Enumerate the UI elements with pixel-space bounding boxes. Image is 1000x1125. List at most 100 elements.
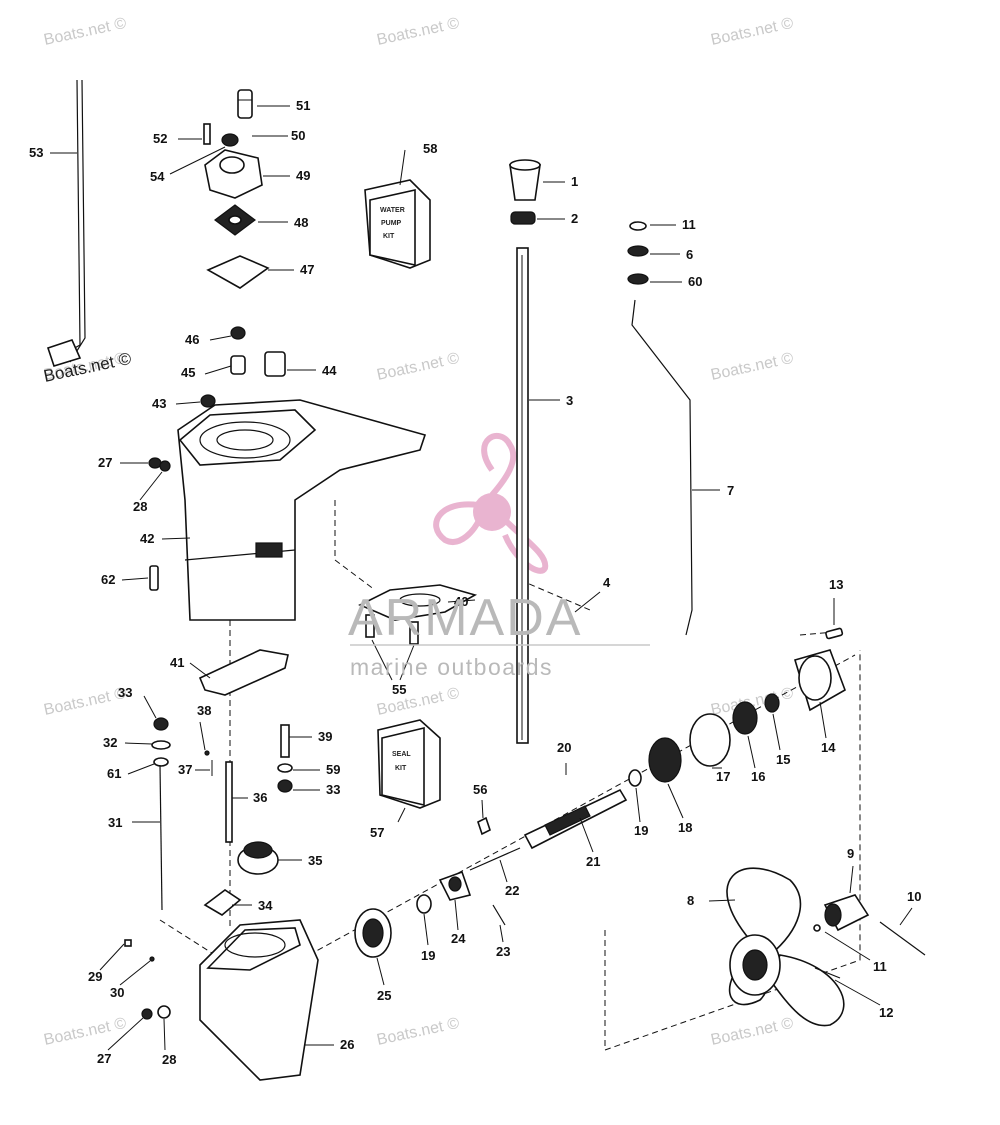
watermark-text: Boats.net © <box>42 15 128 49</box>
callout-19: 19 <box>634 823 648 838</box>
part-42-driveshaft-housing <box>148 399 427 621</box>
leader-lines <box>50 105 913 1051</box>
callout-54: 54 <box>150 169 165 184</box>
callout-59: 59 <box>326 762 340 777</box>
watermark-text: Boats.net © <box>375 15 461 49</box>
brand-tagline: marine outboards <box>350 654 553 680</box>
driveshaft-parts <box>509 159 541 744</box>
callout-31: 31 <box>108 815 122 830</box>
callout-51: 51 <box>296 98 310 113</box>
callout-55: 55 <box>392 682 406 697</box>
water-pump-parts <box>200 89 286 408</box>
callout-48: 48 <box>294 215 308 230</box>
watermark-text: Boats.net © <box>709 15 795 49</box>
callout-58: 58 <box>423 141 437 156</box>
callout-23: 23 <box>496 944 510 959</box>
callout-52: 52 <box>153 131 167 146</box>
callout-19: 19 <box>421 948 435 963</box>
callout-7: 7 <box>727 483 734 498</box>
callout-61: 61 <box>107 766 121 781</box>
brand-text: ARMADA marine outboards <box>348 589 650 680</box>
watermark-text: Boats.net © <box>709 350 795 384</box>
callout-8: 8 <box>687 893 694 908</box>
callout-22: 22 <box>505 883 519 898</box>
callout-18: 18 <box>678 820 692 835</box>
callout-11: 11 <box>682 217 696 232</box>
callout-39: 39 <box>318 729 332 744</box>
callout-41: 41 <box>170 655 184 670</box>
callout-28: 28 <box>162 1052 176 1067</box>
callout-27: 27 <box>98 455 112 470</box>
callout-6: 6 <box>686 247 693 262</box>
kit-line-1: WATER <box>380 207 405 214</box>
callout-10: 10 <box>907 889 921 904</box>
callout-46: 46 <box>185 332 199 347</box>
callout-11: 11 <box>873 959 887 974</box>
part-7-shift-rod <box>627 221 693 636</box>
callout-32: 32 <box>103 735 117 750</box>
callout-14: 14 <box>821 740 836 755</box>
callout-24: 24 <box>451 931 466 946</box>
callout-62: 62 <box>101 572 115 587</box>
callout-35: 35 <box>308 853 322 868</box>
callout-56: 56 <box>473 782 487 797</box>
kit-line-3: KIT <box>383 233 395 240</box>
part-35-gear <box>203 841 279 916</box>
callout-37: 37 <box>178 762 192 777</box>
callout-9: 9 <box>847 846 854 861</box>
part-8-propeller <box>726 867 926 1027</box>
callout-33: 33 <box>118 685 132 700</box>
callout-27: 27 <box>97 1051 111 1066</box>
callout-20: 20 <box>557 740 571 755</box>
watermark-text: Boats.net © <box>709 1015 795 1049</box>
seal-kit-box: SEAL KIT <box>377 719 441 809</box>
callout-4: 4 <box>603 575 611 590</box>
callout-40: 40 <box>454 594 468 609</box>
watermark-text: Boats.net © <box>375 685 461 719</box>
callout-57: 57 <box>370 825 384 840</box>
seal-kit-line-1: SEAL <box>392 751 411 758</box>
callout-29: 29 <box>88 969 102 984</box>
callout-3: 3 <box>566 393 573 408</box>
callout-17: 17 <box>716 769 730 784</box>
part-41-gasket <box>198 649 289 696</box>
callout-53: 53 <box>29 145 43 160</box>
callout-43: 43 <box>152 396 166 411</box>
callout-34: 34 <box>258 898 273 913</box>
kit-line-2: PUMP <box>381 220 402 227</box>
stud-parts <box>151 717 293 911</box>
callout-2: 2 <box>571 211 578 226</box>
callout-13: 13 <box>829 577 843 592</box>
watermark-text: Boats.net © <box>375 1015 461 1049</box>
brand-name: ARMADA <box>348 589 582 647</box>
part-26-gearcase <box>124 919 319 1081</box>
callout-33: 33 <box>326 782 340 797</box>
callout-15: 15 <box>776 752 790 767</box>
prop-shaft-assembly <box>523 627 846 850</box>
callout-1: 1 <box>571 174 578 189</box>
brand-propeller-logo <box>433 432 549 574</box>
gear-train <box>354 763 567 958</box>
callout-26: 26 <box>340 1037 354 1052</box>
watermark-text: Boats.net © <box>42 685 128 719</box>
callout-12: 12 <box>879 1005 893 1020</box>
callout-42: 42 <box>140 531 154 546</box>
part-53-shift-rod <box>46 79 86 367</box>
part-40-plate <box>358 584 478 645</box>
callout-16: 16 <box>751 769 765 784</box>
callout-30: 30 <box>110 985 124 1000</box>
callout-50: 50 <box>291 128 305 143</box>
callout-labels: 1234678910111112131415161718191920212223… <box>29 98 921 1067</box>
callout-25: 25 <box>377 988 391 1003</box>
callout-45: 45 <box>181 365 195 380</box>
seal-kit-line-2: KIT <box>395 765 407 772</box>
callout-36: 36 <box>253 790 267 805</box>
callout-49: 49 <box>296 168 310 183</box>
callout-60: 60 <box>688 274 702 289</box>
water-pump-kit-box: WATER PUMP KIT <box>364 179 431 269</box>
callout-21: 21 <box>586 854 600 869</box>
callout-38: 38 <box>197 703 211 718</box>
callout-47: 47 <box>300 262 314 277</box>
